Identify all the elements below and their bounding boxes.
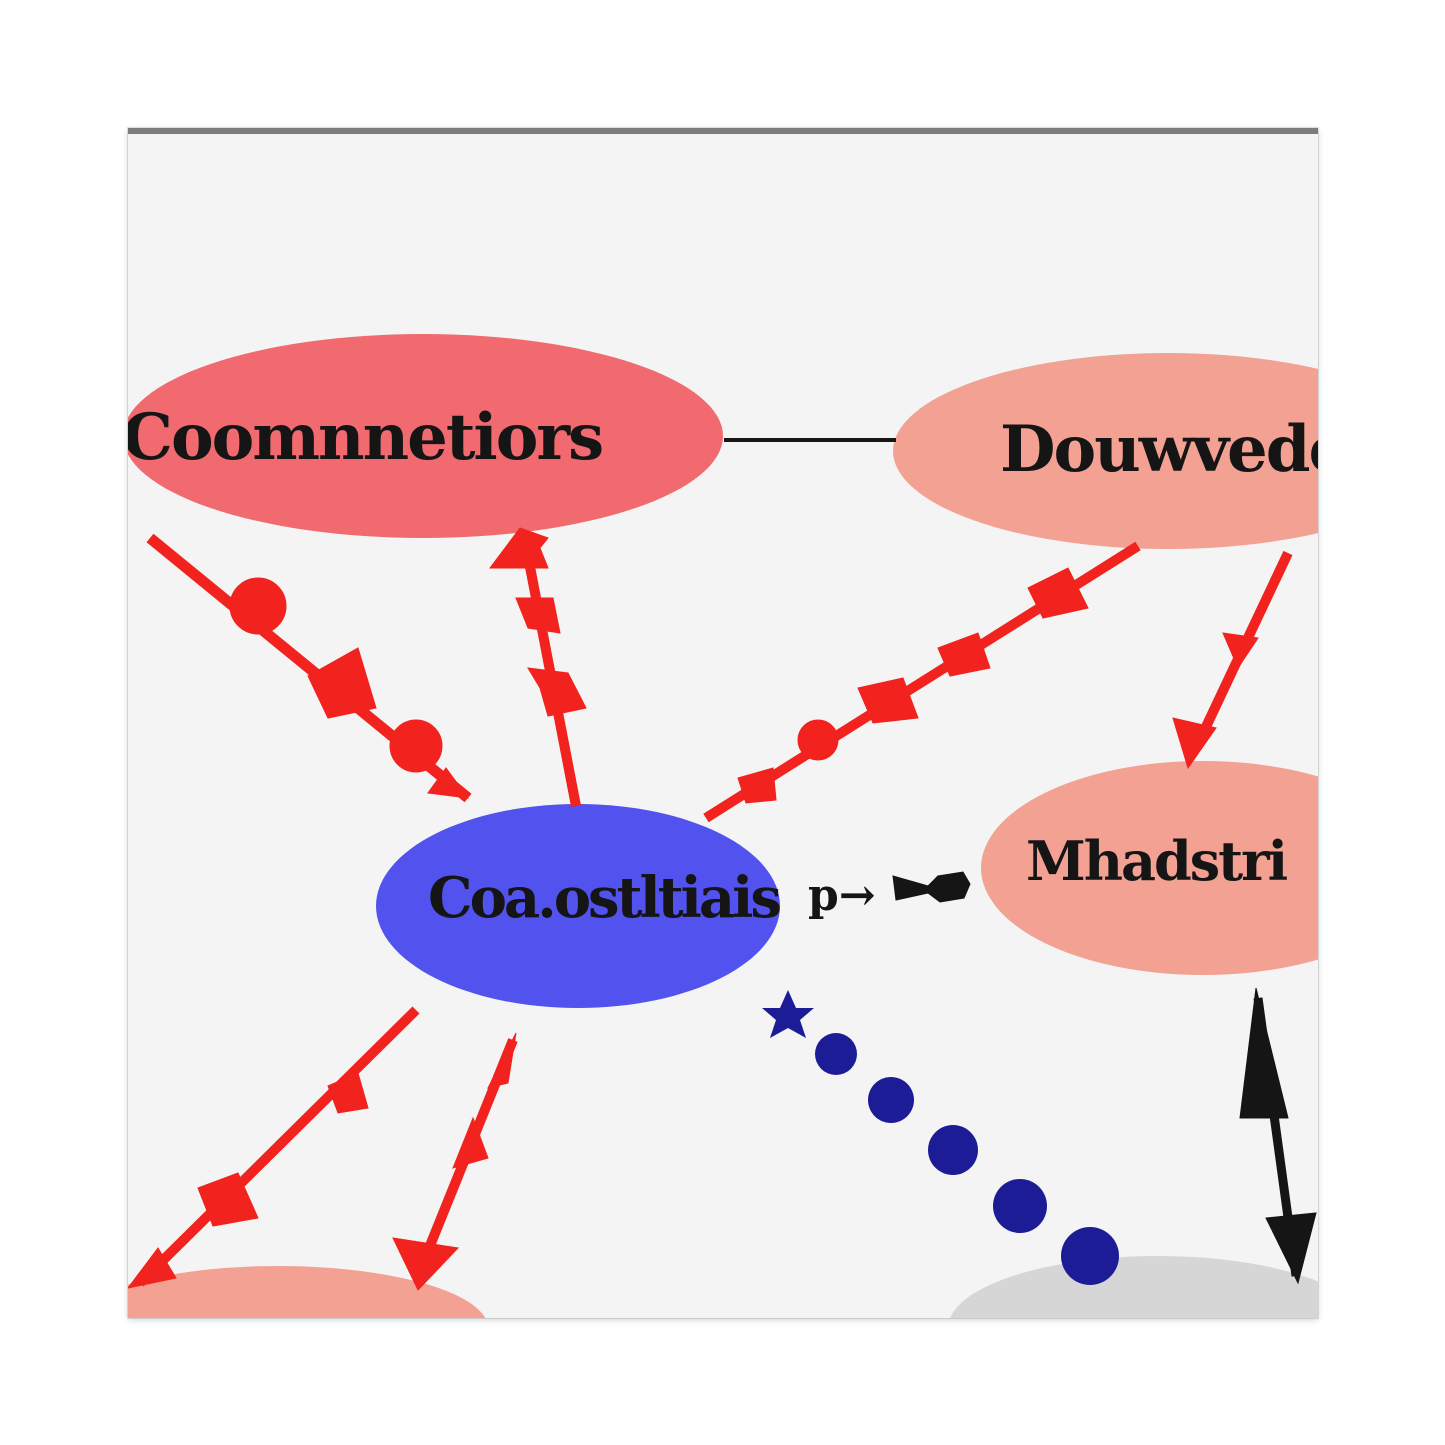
edge-center-douwede-arrow: [703, 541, 1141, 823]
diagram-canvas: p→: [128, 128, 1318, 1318]
diagram-svg: p→: [128, 334, 1318, 1318]
node-bottom-left: [128, 1266, 486, 1318]
cropped-title-strip: [128, 128, 1318, 134]
edge-center-commentions-arrow: [489, 527, 587, 807]
edge-douwede-mhadstri-arrow: [1172, 550, 1293, 770]
node-label-commentions: Coomnnetiors: [128, 400, 604, 475]
node-bottom-right: [950, 1256, 1318, 1318]
node-label-center: Coa.ostltiais: [428, 865, 782, 931]
edge-commentions-center-arrow: [146, 533, 472, 803]
connector-glyph: p→: [808, 870, 876, 921]
edge-center-mhadstri-connector: p→: [808, 870, 971, 921]
node-center: [376, 804, 780, 1008]
node-douwede: [893, 353, 1318, 549]
node-label-douwede: Douwvede: [1000, 412, 1318, 487]
edge-center-bottomleft-arrow: [128, 1006, 420, 1289]
edge-center-bottomright-dots: [762, 990, 1119, 1285]
node-mhadstri: [981, 761, 1318, 975]
node-commentions: [128, 334, 723, 538]
edge-center-bottomleft-double-arrow: [392, 1032, 518, 1291]
node-label-mhadstri: Mhadstri: [1026, 829, 1288, 893]
edge-mhadstri-bottomright-double-arrow: [1239, 987, 1317, 1285]
